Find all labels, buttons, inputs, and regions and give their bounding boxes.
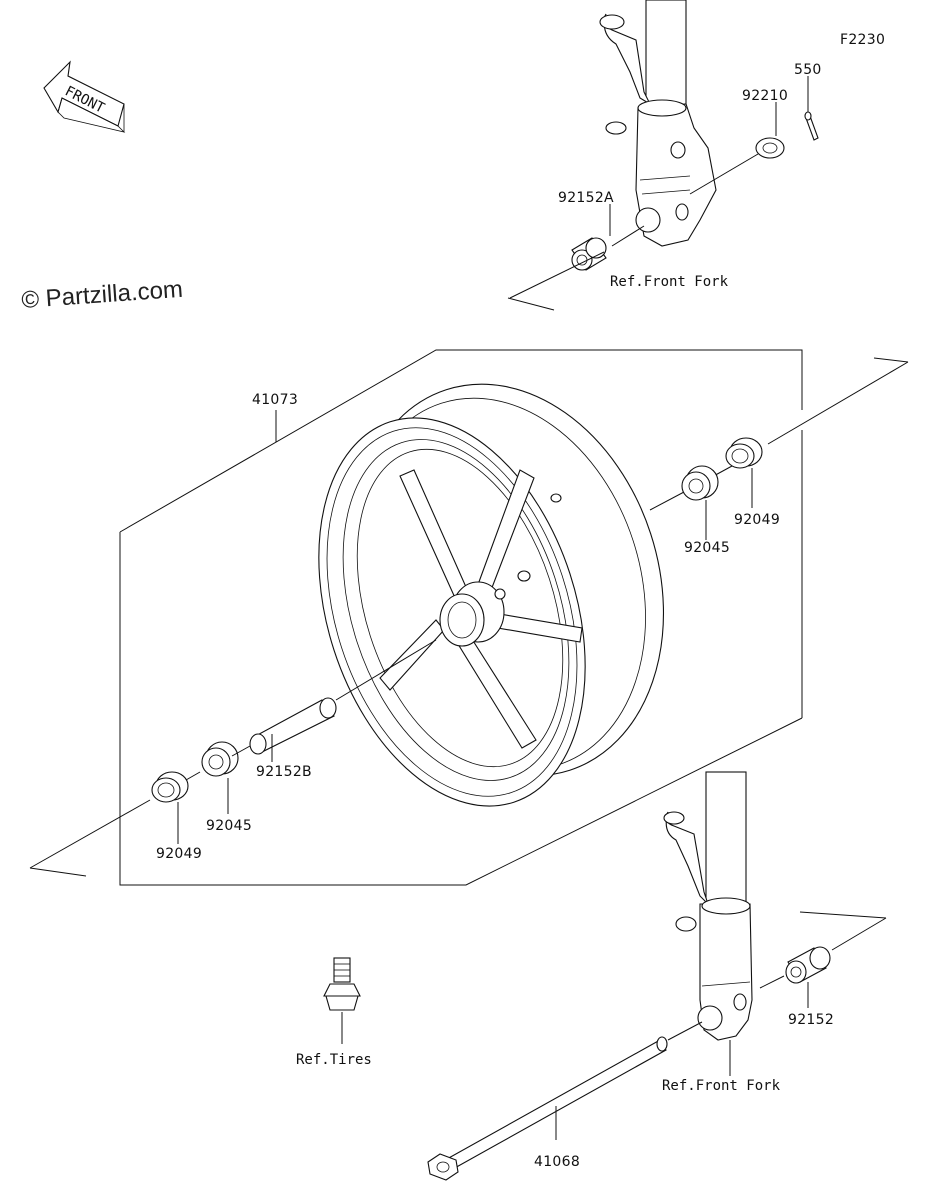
- bearing-92045-right: [681, 465, 719, 501]
- label-ref-front-fork-top: Ref.Front Fork: [610, 274, 729, 290]
- collar-92152: [785, 946, 831, 984]
- front-fork-upper: [599, 0, 717, 247]
- cotter-pin-550: [804, 111, 819, 141]
- nut-92210: [755, 137, 785, 159]
- label-41068: 41068: [534, 1154, 580, 1170]
- oil-seal-92049-right: [725, 437, 763, 469]
- front-wheel-41073: [318, 383, 665, 807]
- collar-92152b: [249, 697, 337, 755]
- label-92210: 92210: [742, 88, 788, 104]
- figure-code: F2230: [840, 32, 885, 48]
- label-550: 550: [794, 62, 822, 78]
- label-92152b: 92152B: [256, 764, 312, 780]
- label-92152a: 92152A: [558, 190, 614, 206]
- front-fork-lower: [663, 771, 753, 1041]
- label-41073: 41073: [252, 392, 298, 408]
- label-ref-front-fork-bottom: Ref.Front Fork: [662, 1078, 781, 1094]
- label-ref-tires: Ref.Tires: [296, 1052, 372, 1068]
- label-92045-right: 92045: [684, 540, 730, 556]
- axle-41068: [427, 1036, 668, 1181]
- front-arrow-icon: FRONT: [43, 60, 126, 133]
- tire-valve: [323, 957, 361, 1011]
- oil-seal-92049-left: [151, 771, 189, 803]
- wheel-assembly-box: [119, 349, 803, 533]
- label-92152: 92152: [788, 1012, 834, 1028]
- label-92049-right: 92049: [734, 512, 780, 528]
- label-92049-left: 92049: [156, 846, 202, 862]
- watermark: © Partzilla.com: [21, 276, 184, 314]
- collar-92152a: [571, 237, 607, 271]
- bearing-92045-left: [201, 741, 239, 777]
- label-92045-left: 92045: [206, 818, 252, 834]
